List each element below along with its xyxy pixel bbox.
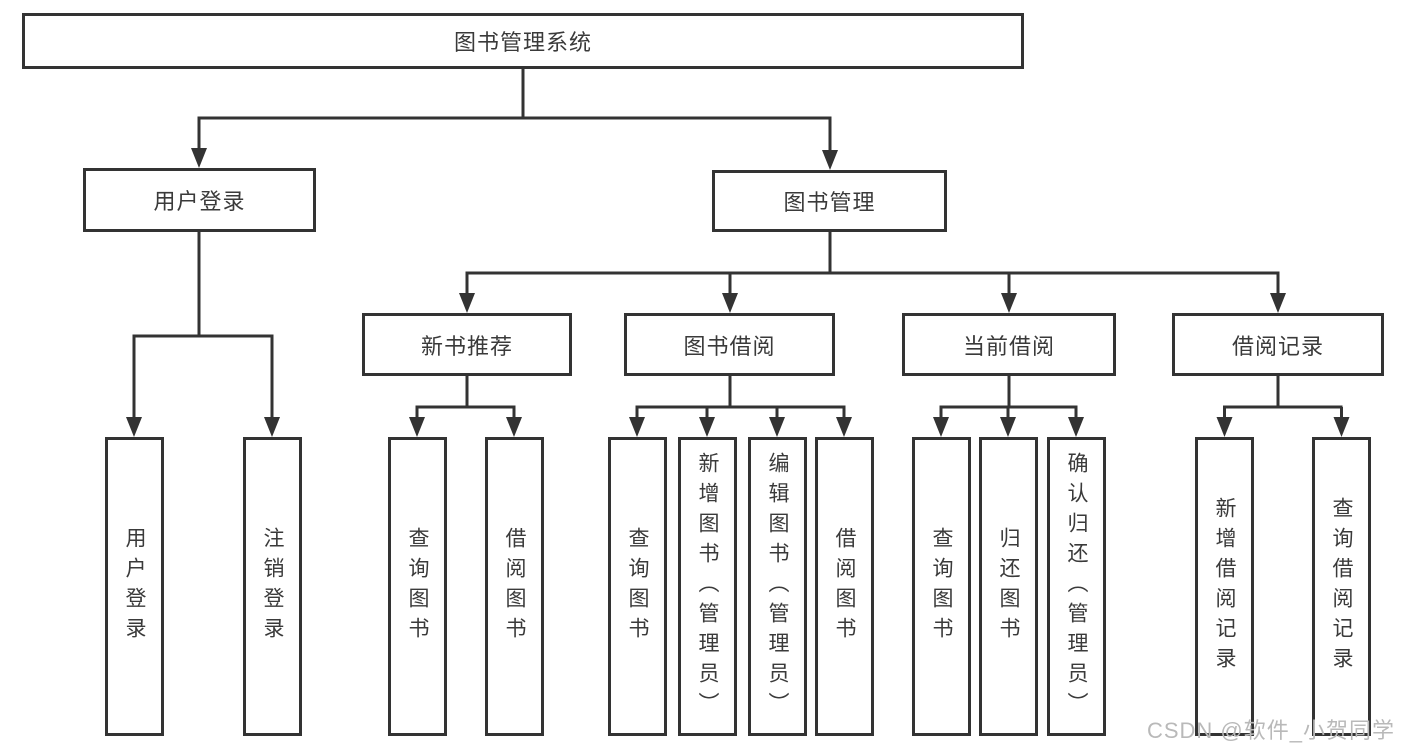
node-label: 新书推荐	[420, 333, 513, 359]
leaf-borrow-books: 借阅图书	[815, 437, 874, 736]
leaf-query-borrow-record: 查询借阅记录	[1312, 437, 1371, 736]
watermark: CSDN @软件_小贺同学	[1146, 718, 1395, 743]
leaf-edit-books-admin: 编辑图书（管理员）	[748, 437, 807, 736]
leaf-confirm-return-admin: 确认归还（管理员）	[1047, 437, 1106, 736]
node-label: 确认归还（管理员）	[1065, 451, 1088, 722]
node-label: 新增借阅记录	[1213, 496, 1236, 677]
node-borrow-records: 借阅记录	[1172, 313, 1384, 376]
node-label: 编辑图书（管理员）	[766, 451, 789, 722]
leaf-user-login: 用户登录	[105, 437, 164, 736]
leaf-return-books: 归还图书	[979, 437, 1038, 736]
node-label: 图书管理	[783, 190, 876, 215]
leaf-add-books-admin: 新增图书（管理员）	[678, 437, 737, 736]
node-label: 借阅图书	[503, 526, 526, 647]
leaf-add-borrow-record: 新增借阅记录	[1195, 437, 1254, 736]
node-label: 当前借阅	[962, 333, 1055, 359]
node-book-management: 图书管理	[712, 170, 947, 232]
node-label: 借阅图书	[833, 526, 856, 647]
node-label: 查询图书	[406, 526, 429, 647]
node-label: 新增图书（管理员）	[696, 451, 719, 722]
node-label: 用户登录	[153, 189, 246, 214]
leaf-query-books: 查询图书	[388, 437, 447, 736]
node-user-login: 用户登录	[83, 168, 316, 232]
node-label: 图书借阅	[683, 333, 776, 359]
node-label: 用户登录	[123, 526, 146, 647]
arrowhead-icons	[126, 148, 1350, 437]
leaf-query-books: 查询图书	[608, 437, 667, 736]
node-label: 查询图书	[930, 526, 953, 647]
node-label: 查询图书	[626, 526, 649, 647]
node-label: 借阅记录	[1231, 333, 1324, 359]
leaf-logout: 注销登录	[243, 437, 302, 736]
node-root-system: 图书管理系统	[22, 13, 1024, 69]
node-current-borrow: 当前借阅	[902, 313, 1116, 376]
node-label: 注销登录	[261, 526, 284, 647]
node-new-book-recommend: 新书推荐	[362, 313, 572, 376]
node-label: 归还图书	[997, 526, 1020, 647]
node-book-borrow: 图书借阅	[624, 313, 835, 376]
leaf-borrow-books: 借阅图书	[485, 437, 544, 736]
node-label: 查询借阅记录	[1330, 496, 1353, 677]
leaf-query-books: 查询图书	[912, 437, 971, 736]
node-label: 图书管理系统	[453, 30, 592, 55]
